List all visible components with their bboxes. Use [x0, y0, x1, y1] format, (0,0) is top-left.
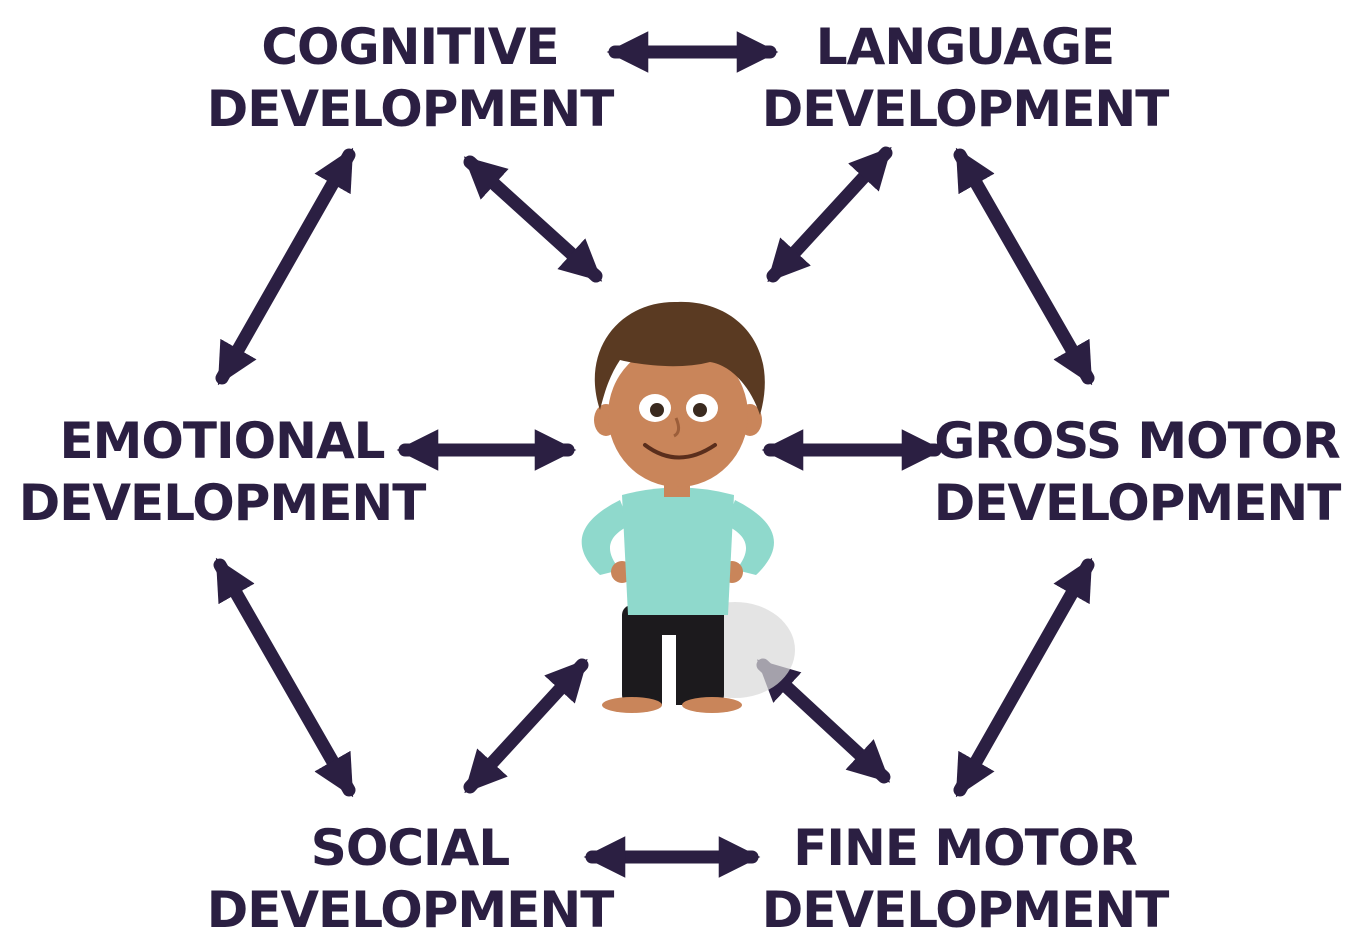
arrow-language-child — [766, 146, 893, 283]
arrow-gross-motor-fine-motor — [953, 557, 1095, 798]
node-emotional-line2: DEVELOPMENT — [18, 474, 427, 532]
arrow-child-fine-motor — [756, 658, 891, 784]
node-fine-motor-development: FINE MOTOR DEVELOPMENT — [761, 817, 1170, 941]
child-shirt — [622, 487, 734, 615]
node-cognitive-line2: DEVELOPMENT — [206, 80, 615, 138]
child-smile — [643, 443, 717, 460]
node-emotional-line1: EMOTIONAL — [59, 412, 385, 470]
node-gross-motor-line1: GROSS MOTOR — [934, 412, 1341, 470]
node-language-line1: LANGUAGE — [815, 18, 1115, 76]
arrow-cognitive-child — [463, 155, 603, 283]
arrow-emotional-social — [213, 557, 356, 798]
node-emotional-development: EMOTIONAL DEVELOPMENT — [18, 410, 427, 534]
node-cognitive-line1: COGNITIVE — [261, 18, 559, 76]
node-fine-motor-line2: DEVELOPMENT — [761, 881, 1170, 939]
node-language-development: LANGUAGE DEVELOPMENT — [761, 16, 1170, 140]
node-cognitive-development: COGNITIVE DEVELOPMENT — [206, 16, 615, 140]
node-fine-motor-line1: FINE MOTOR — [793, 819, 1138, 877]
child-left-foot — [602, 697, 662, 713]
child-left-arm — [581, 500, 630, 575]
child-face — [608, 343, 748, 487]
child-hair — [594, 301, 765, 415]
node-gross-motor-line2: DEVELOPMENT — [933, 474, 1342, 532]
node-social-line2: DEVELOPMENT — [206, 881, 615, 939]
node-gross-motor-development: GROSS MOTOR DEVELOPMENT — [933, 410, 1342, 534]
child-right-arm — [726, 500, 774, 575]
child-figure-icon — [581, 301, 795, 713]
arrow-cognitive-emotional — [215, 147, 356, 386]
child-right-foot — [682, 697, 742, 713]
arrow-child-social — [463, 658, 589, 794]
node-language-line2: DEVELOPMENT — [761, 80, 1170, 138]
arrow-language-gross-motor — [953, 147, 1095, 386]
node-social-development: SOCIAL DEVELOPMENT — [206, 817, 615, 941]
node-social-line1: SOCIAL — [310, 819, 510, 877]
